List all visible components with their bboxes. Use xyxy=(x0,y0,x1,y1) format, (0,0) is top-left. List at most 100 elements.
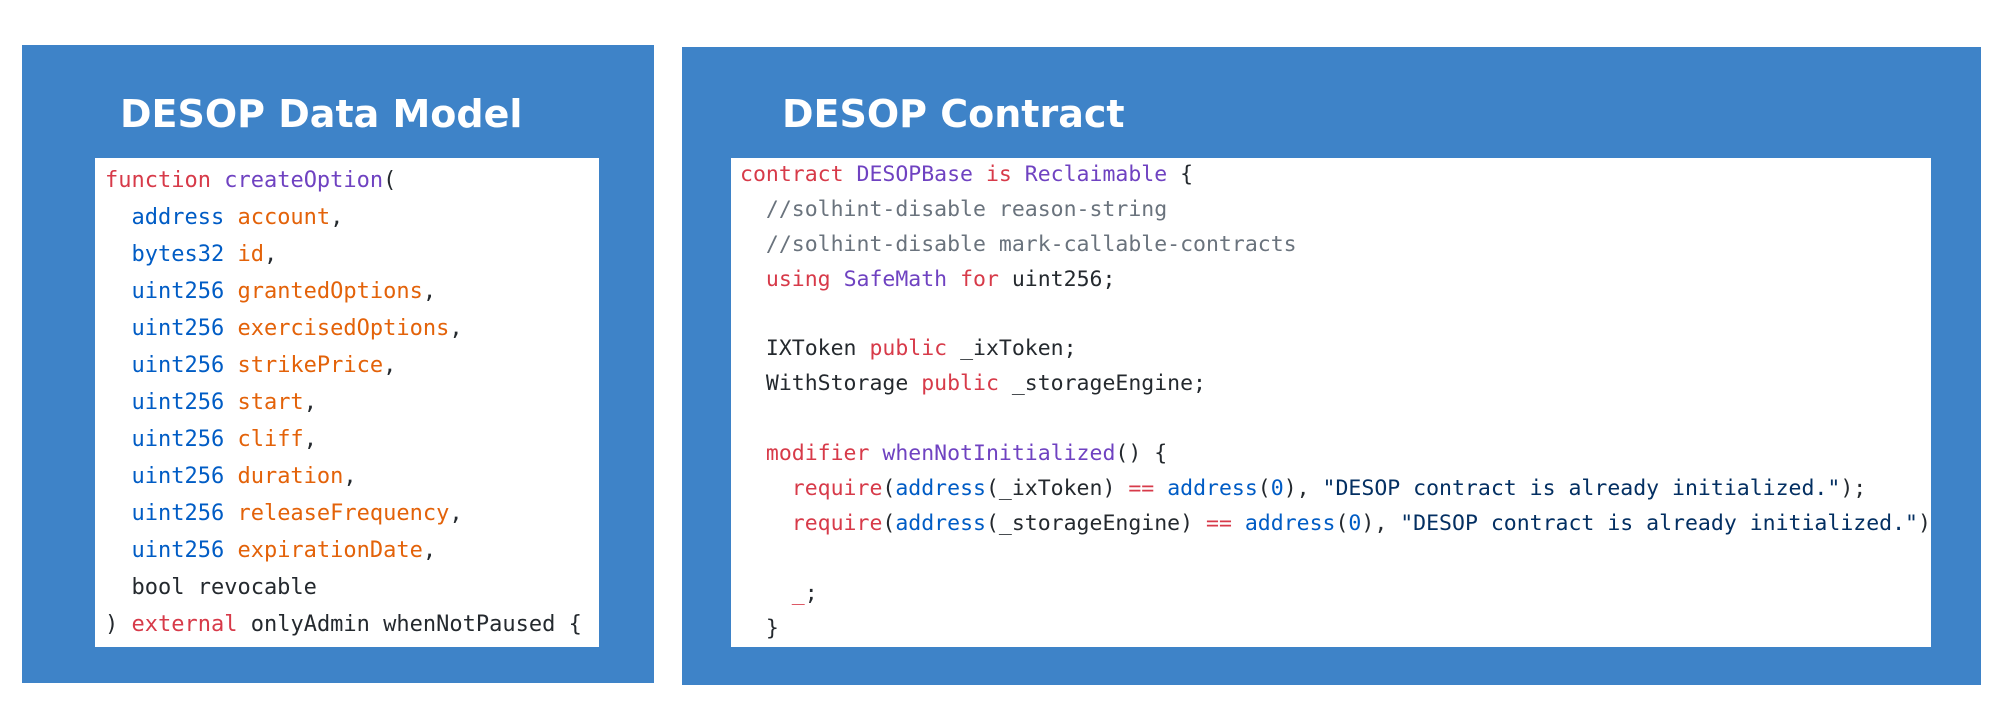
code-line: ) external onlyAdmin whenNotPaused { xyxy=(105,606,599,643)
code-token: bytes32 xyxy=(105,242,238,267)
code-token: ( xyxy=(1257,476,1271,502)
code-line: function createOption( xyxy=(105,162,599,199)
code-token: { xyxy=(1167,162,1194,187)
code-token: modifier xyxy=(765,441,883,467)
code-token: SafeMath xyxy=(843,266,948,292)
code-token: ), xyxy=(1283,476,1323,502)
code-token: 0 xyxy=(1348,510,1362,536)
code-line: address account, xyxy=(105,199,599,236)
code-token: require xyxy=(791,476,883,502)
code-line: bool revocable xyxy=(105,569,599,606)
code-token: ), xyxy=(1361,510,1401,536)
code-token: is xyxy=(973,162,1025,187)
code-line: uint256 duration, xyxy=(105,458,599,495)
code-token: grantedOptions xyxy=(237,279,423,304)
code-token: id xyxy=(237,242,264,267)
code-token: , xyxy=(449,316,463,341)
code-line: using SafeMath for uint256; xyxy=(740,263,1931,298)
code-token: , xyxy=(330,205,344,230)
code-token: == xyxy=(1128,476,1155,502)
code-line: uint256 strikePrice, xyxy=(105,347,599,384)
code-token: uint256 xyxy=(105,538,238,563)
code-token: //solhint-disable mark-callable-contract… xyxy=(740,231,1297,257)
code-token: require xyxy=(791,510,883,536)
code-token: _ixToken; xyxy=(947,336,1077,362)
code-token xyxy=(740,267,766,292)
code-token: _ xyxy=(791,580,805,606)
code-line: bytes32 id, xyxy=(105,236,599,273)
code-token: for xyxy=(947,266,999,292)
code-token: , xyxy=(383,353,397,378)
code-line: uint256 grantedOptions, xyxy=(105,273,599,310)
code-token: 0 xyxy=(1270,476,1284,502)
code-token: "DESOP contract is already initialized." xyxy=(1322,476,1841,502)
code-token xyxy=(740,441,766,466)
code-token xyxy=(1154,476,1167,501)
code-token: uint256 xyxy=(105,279,238,304)
code-token: public xyxy=(921,371,999,397)
code-token: uint256 xyxy=(105,316,238,341)
code-token: uint256 xyxy=(105,353,238,378)
code-token: releaseFrequency xyxy=(237,501,450,526)
code-token: account xyxy=(237,205,331,230)
code-token: start xyxy=(237,390,304,415)
code-token: createOption xyxy=(224,168,384,193)
code-token: ( xyxy=(383,168,397,193)
code-token: ; xyxy=(804,580,818,606)
code-token: uint256 xyxy=(105,464,238,489)
code-token: , xyxy=(449,501,463,526)
code-token: ); xyxy=(1917,510,1931,536)
code-token: ); xyxy=(1840,476,1867,502)
code-token: , xyxy=(263,242,278,267)
code-line: uint256 exercisedOptions, xyxy=(105,310,599,347)
code-token: _storageEngine; xyxy=(998,371,1206,397)
code-line: uint256 releaseFrequency, xyxy=(105,495,599,532)
code-token: , xyxy=(343,464,357,489)
code-token: expirationDate xyxy=(237,538,423,563)
contract-code-block: contract DESOPBase is Reclaimable { //so… xyxy=(731,158,1931,647)
data-model-title: DESOP Data Model xyxy=(120,92,523,136)
code-line: IXToken public _ixToken; xyxy=(740,332,1931,367)
code-token: address xyxy=(1244,510,1336,536)
code-token: , xyxy=(422,538,437,563)
code-line: contract DESOPBase is Reclaimable { xyxy=(740,158,1931,193)
code-line: require(address(_ixToken) == address(0),… xyxy=(740,472,1931,507)
code-token: ( xyxy=(1335,510,1349,536)
code-token: exercisedOptions xyxy=(237,316,450,341)
code-line: uint256 start, xyxy=(105,384,599,421)
code-token: , xyxy=(422,279,437,304)
code-token: strikePrice xyxy=(237,353,384,378)
code-token: bool revocable xyxy=(105,575,317,600)
code-line: WithStorage public _storageEngine; xyxy=(740,367,1931,402)
code-token: function xyxy=(105,168,225,193)
code-token: } xyxy=(740,615,779,641)
data-model-panel: DESOP Data Model function createOption( … xyxy=(22,45,654,683)
data-model-code-block: function createOption( address account, … xyxy=(95,158,599,647)
code-token: ( xyxy=(882,476,896,502)
code-token: onlyAdmin whenNotPaused { xyxy=(237,612,582,637)
code-token: cliff xyxy=(237,427,304,452)
code-token: , xyxy=(303,427,317,452)
code-line: require(address(_storageEngine) == addre… xyxy=(740,507,1931,542)
code-token: ( xyxy=(882,510,896,536)
code-token xyxy=(740,581,792,606)
code-token: () { xyxy=(1115,441,1168,467)
code-token: uint256 xyxy=(105,427,238,452)
code-token: address xyxy=(895,510,986,536)
code-token: "DESOP contract is already initialized." xyxy=(1400,510,1918,536)
code-token: duration xyxy=(237,464,344,489)
code-line: _; xyxy=(740,577,1931,612)
code-token: IXToken xyxy=(740,336,870,362)
code-token xyxy=(740,476,792,501)
code-token: , xyxy=(303,390,317,415)
contract-panel: DESOP Contract contract DESOPBase is Rec… xyxy=(682,47,1981,685)
code-token: uint256; xyxy=(998,266,1116,292)
code-token: ) xyxy=(105,612,132,637)
code-line: } xyxy=(740,612,1931,647)
code-line xyxy=(740,402,1931,437)
code-line xyxy=(740,298,1931,333)
code-token: (_storageEngine) xyxy=(985,510,1207,536)
code-token: external xyxy=(131,612,238,637)
code-token xyxy=(740,511,792,536)
contract-title: DESOP Contract xyxy=(782,92,1125,136)
